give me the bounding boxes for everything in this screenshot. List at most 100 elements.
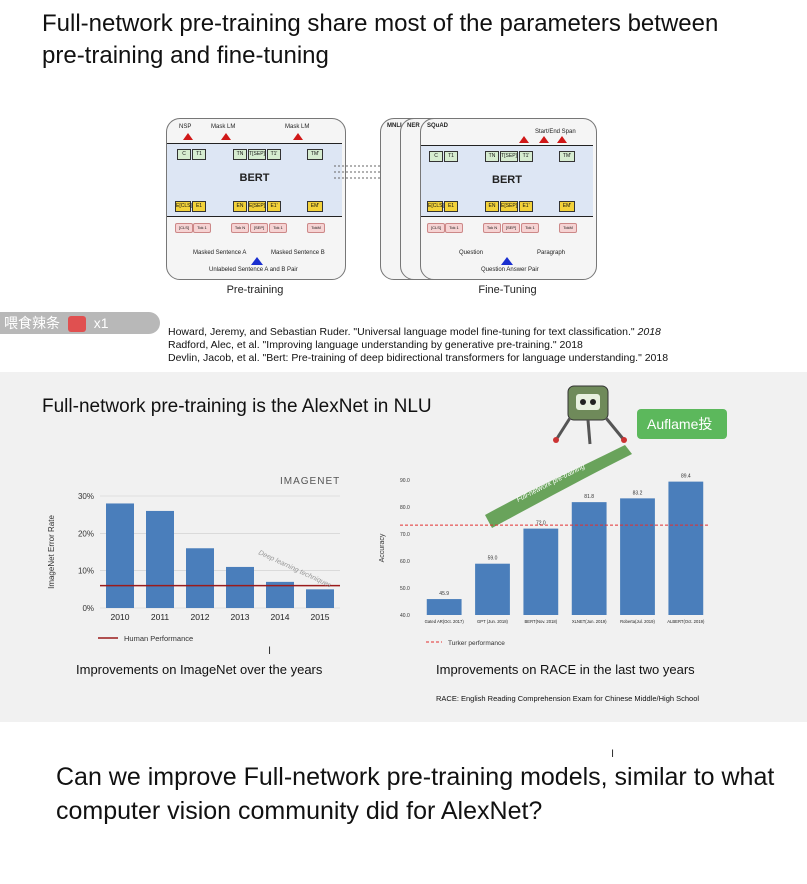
reference-3: Devlin, Jacob, et al. "Bert: Pre-trainin… [168, 352, 669, 364]
x-tick-label: ALBERT(Oct. 2019) [667, 619, 705, 624]
auflame-badge: Auflame投 [637, 409, 727, 439]
red-up-arrow-icon [183, 133, 193, 140]
robot-mascot-icon [553, 385, 627, 445]
bar [106, 503, 134, 608]
bar [426, 599, 462, 615]
bar [186, 548, 214, 608]
finetune-panel-squad: SQuAD Start/End Span C T1 TN T[SEP] T1' … [420, 118, 597, 280]
x-tick-label: 2015 [311, 612, 330, 622]
slide1-title: Full-network pre-training share most of … [42, 10, 719, 69]
embedding: E[CLS] [427, 201, 444, 212]
sentence-b-label: Masked Sentence B [271, 250, 325, 256]
bar [620, 498, 655, 615]
y-tick-label: 70.0 [400, 532, 410, 538]
token-output: T1 [192, 149, 206, 160]
x-tick-label: Roberta(Jul. 2019) [620, 619, 655, 624]
y-tick-label: 20% [78, 529, 94, 538]
input-token: [SEP] [250, 223, 268, 233]
embedding: E1 [444, 201, 458, 212]
pair-label: Unlabeled Sentence A and B Pair [209, 267, 298, 273]
x-tick-label: 2014 [271, 612, 290, 622]
tab-ner: NER [407, 123, 420, 129]
embedding: E[SEP] [248, 201, 266, 212]
embedding: E[CLS] [175, 201, 192, 212]
race-note: RACE: English Reading Comprehension Exam… [436, 694, 700, 703]
input-token: Tok 1 [445, 223, 463, 233]
token-output: TN [233, 149, 247, 160]
bert-encoder-band: C T1 TN T[SEP] T1' TM' BERT E[CLS] E1 EN… [167, 143, 342, 217]
reference-1: Howard, Jeremy, and Sebastian Ruder. "Un… [168, 326, 661, 338]
bar [146, 510, 174, 608]
slide2-title: Full-network pre-training is the AlexNet… [42, 396, 432, 417]
pretraining-caption: Pre-training [226, 284, 284, 296]
data-label: 81.8 [584, 494, 594, 500]
token-output: T1' [519, 151, 533, 162]
x-tick-label: 2012 [191, 612, 210, 622]
input-token: Tok 1 [193, 223, 211, 233]
input-token: [CLS] [427, 223, 445, 233]
token-output: T[SEP] [248, 149, 266, 160]
imagenet-caption: Improvements on ImageNet over the years [76, 662, 323, 677]
input-token: TokM [307, 223, 325, 233]
x-tick-label: Gated AR(Oct. 2017) [425, 619, 465, 624]
nsp-label: NSP [179, 124, 192, 130]
embedding: E[SEP] [500, 201, 518, 212]
bar [306, 589, 334, 608]
data-label: 72.0 [536, 521, 546, 527]
embedding: EN [233, 201, 247, 212]
danmaku-text: 喂食辣条 [4, 315, 60, 331]
input-token: Tok N [231, 223, 249, 233]
data-label: 83.2 [633, 490, 643, 496]
tab-squad: SQuAD [427, 123, 448, 129]
token-output: T1' [267, 149, 281, 160]
race-caption: Improvements on RACE in the last two yea… [436, 662, 695, 677]
bar [668, 481, 704, 615]
red-up-arrow-icon [519, 136, 529, 143]
embedding: EN [485, 201, 499, 212]
data-label: 89.4 [681, 474, 691, 480]
red-up-arrow-icon [539, 136, 549, 143]
embedding: E1 [192, 201, 206, 212]
red-up-arrow-icon [221, 133, 231, 140]
pair-label: Question Answer Pair [481, 267, 539, 273]
y-tick-label: 30% [78, 492, 94, 501]
x-tick-label: 2011 [151, 612, 170, 622]
red-up-arrow-icon [293, 133, 303, 140]
question-label: Question [459, 250, 484, 256]
bar [523, 528, 559, 615]
token-output: T1 [444, 151, 458, 162]
bar [475, 563, 510, 615]
token-output: C [429, 151, 443, 162]
embedding: E1' [519, 201, 533, 212]
embedding: E1' [267, 201, 281, 212]
x-tick-label: 2010 [111, 612, 130, 622]
trend-band [485, 445, 632, 528]
slide3-question: Can we improve Full-network pre-training… [56, 763, 775, 825]
slide-question [0, 722, 807, 884]
blue-up-arrow-icon [501, 257, 513, 265]
y-tick-label: 90.0 [400, 478, 410, 484]
y-tick-label: 10% [78, 567, 94, 576]
annotation: Full-network pre-training [516, 463, 587, 504]
token-output: T[SEP] [500, 151, 518, 162]
input-token: Tok N [483, 223, 501, 233]
token-output: C [177, 149, 191, 160]
references: Howard, Jeremy, and Sebastian Ruder. "Un… [168, 326, 728, 365]
finetuning-caption: Fine-Tuning [478, 284, 537, 296]
tab-mnli: MNLI [387, 123, 402, 129]
sentence-a-label: Masked Sentence A [193, 250, 247, 256]
input-token: TokM [559, 223, 577, 233]
y-tick-label: 80.0 [400, 505, 410, 511]
legend-label: Human Performance [124, 634, 193, 643]
embedding: EM' [307, 201, 323, 212]
x-tick-label: BERT(Nov. 2018) [524, 619, 557, 624]
y-tick-label: 50.0 [400, 586, 410, 592]
bert-model-label: BERT [239, 172, 270, 184]
blue-up-arrow-icon [251, 257, 263, 265]
danmaku-gift-message: 喂食辣条 x1 [0, 312, 160, 334]
mask-lm-label-2: Mask LM [285, 124, 310, 130]
bert-model-label: BERT [492, 174, 522, 186]
token-output: TM' [307, 149, 323, 160]
y-tick-label: 40.0 [400, 613, 410, 619]
